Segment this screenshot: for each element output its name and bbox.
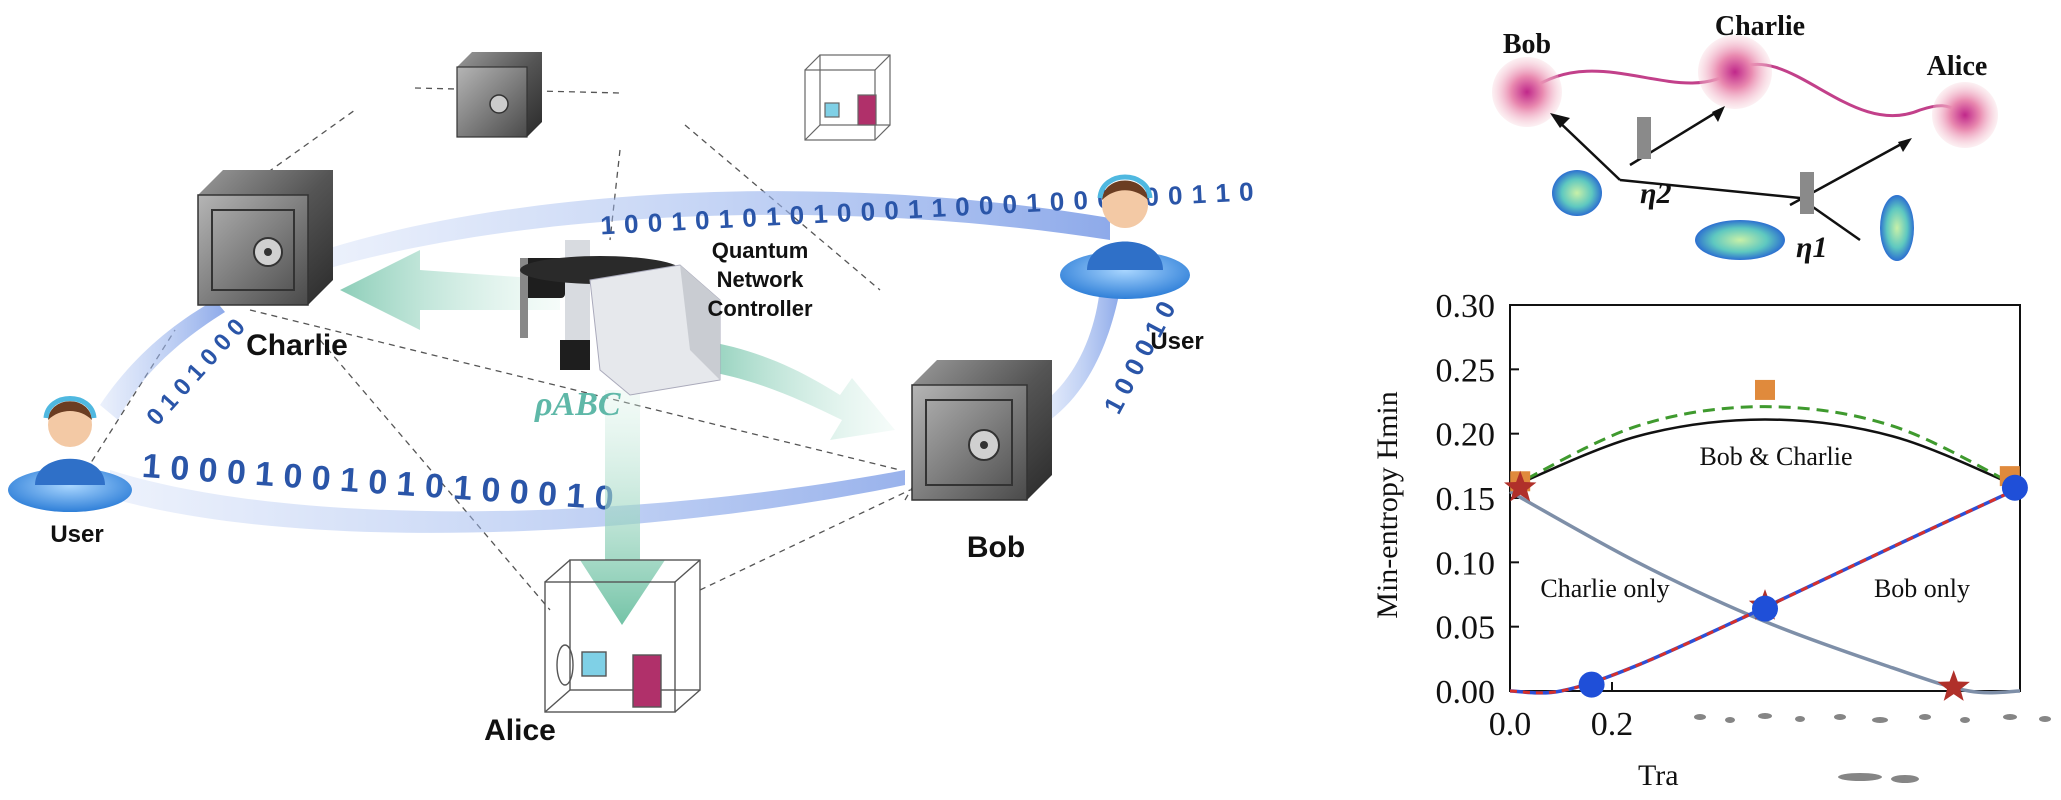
y-tick-label: 0.10 (1436, 545, 1496, 582)
star-marker (1504, 470, 1537, 502)
y-tick-label: 0.30 (1436, 288, 1496, 325)
state-arrow-to-alice (580, 390, 665, 625)
annotation-charlie-only: Charlie only (1540, 574, 1669, 603)
alice-label: Alice (484, 714, 556, 747)
arrowheads (1550, 106, 1912, 152)
bit-ribbon-top (330, 191, 1110, 268)
left-user-avatar (8, 396, 132, 512)
eta2-label: η2 (1640, 177, 1671, 210)
y-tick-label: 0.25 (1436, 352, 1496, 389)
input-mode-left (1552, 170, 1602, 216)
charlie-safe (197, 170, 333, 306)
circle-marker (2001, 474, 2028, 501)
plot-frame (1509, 304, 2021, 692)
left-user-label: User (50, 521, 103, 548)
bob-safe (911, 360, 1052, 501)
controller-label-line2: Network (717, 267, 805, 292)
y-tick-label: 0.20 (1436, 417, 1496, 454)
annotation-bob-only: Bob only (1874, 574, 1970, 603)
alice-mode-blob (1932, 82, 1998, 148)
input-mode-bottom (1695, 220, 1785, 260)
network-diagram: 1 0 0 1 0 1 0 1 0 1 0 0 0 1 1 0 0 0 1 0 … (8, 52, 1255, 747)
state-label: ρABC (534, 386, 621, 423)
inset-alice-label: Alice (1927, 51, 1988, 82)
bit-ribbon-bottom (110, 470, 905, 533)
charlie-label: Charlie (246, 329, 348, 362)
annotation-bob-charlie: Bob & Charlie (1699, 442, 1852, 471)
quantum-network-controller (520, 240, 721, 396)
y-tick-label: 0.15 (1436, 481, 1496, 518)
series-line-solid-black (1509, 418, 2021, 489)
x-tick-label: 0.2 (1591, 706, 1634, 743)
controller-label-line3: Controller (707, 296, 813, 321)
right-user-label: User (1150, 328, 1203, 355)
beamsplitter-eta1 (1800, 172, 1814, 214)
y-tick-label: 0.05 (1436, 610, 1496, 647)
series-line-dashed-red-blue (1509, 486, 2021, 695)
circle-marker (1578, 671, 1605, 698)
obscured-axis-smudges (1694, 713, 2051, 783)
square-marker (1755, 379, 1775, 400)
x-axis-label: Tra (1638, 759, 1679, 792)
state-arrow-to-bob (700, 340, 895, 440)
alice-device-box (544, 559, 701, 713)
circle-marker (1752, 595, 1778, 622)
x-tick-label: 0.0 (1489, 706, 1532, 743)
chart-markers (1504, 379, 2028, 701)
bit-ribbon-left (100, 300, 225, 420)
top-bit-stream: 1 0 0 1 0 1 0 1 0 1 0 0 0 1 1 0 0 0 1 0 … (600, 176, 1256, 240)
min-entropy-chart: 0.30 0.25 0.20 0.15 0.10 0.05 0.00 0.0 0.2 Min-… (1371, 288, 2061, 800)
series-line-solid-grey (1509, 490, 2021, 695)
y-tick-labels: 0.30 0.25 0.20 0.15 0.10 0.05 0.00 (1436, 288, 1496, 711)
series-line-dashed-green (1509, 405, 2021, 490)
charlie-mode-blob (1698, 35, 1772, 109)
right-user-avatar (1060, 174, 1190, 299)
inset-diagram: Bob Charlie Alice η2 η1 (1492, 11, 1998, 264)
top-device-box (804, 54, 891, 141)
bob-label: Bob (967, 531, 1025, 564)
inset-bob-label: Bob (1503, 29, 1551, 60)
beam-paths (1554, 108, 1906, 242)
star-marker (1937, 670, 1970, 701)
bob-mode-blob (1492, 57, 1562, 127)
y-axis-label: Min-entropy Hmin (1371, 391, 1404, 618)
controller-label-line1: Quantum (712, 238, 809, 263)
eta1-label: η1 (1796, 231, 1827, 264)
input-mode-right (1880, 195, 1914, 261)
chart-curves (1509, 405, 2021, 695)
obscured-axis-region (1680, 705, 2061, 800)
state-arrow-to-charlie (340, 250, 560, 330)
x-tick-labels: 0.0 0.2 (1489, 706, 1634, 743)
top-safe (456, 52, 542, 138)
bit-ribbon-right (1040, 288, 1120, 420)
y-tick-label: 0.00 (1436, 674, 1496, 711)
beamsplitter-eta2 (1637, 117, 1651, 159)
inset-charlie-label: Charlie (1715, 11, 1805, 42)
